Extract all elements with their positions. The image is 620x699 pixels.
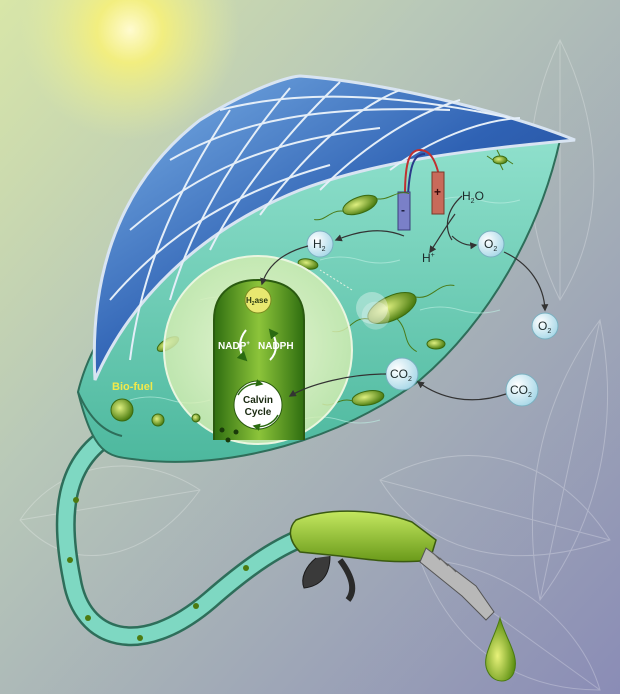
fuel-drop-icon [485,616,516,682]
calvin-label-1: Calvin [243,395,273,406]
bacterium-icon [156,149,514,406]
svg-text:CO2: CO2 [510,383,532,399]
fuel-nozzle-icon [289,510,495,621]
fuel-tube [55,420,320,647]
process-arrows [260,195,549,401]
h2o-label: H2O [462,189,484,205]
hplus-label: H+ [422,251,435,265]
hase-label: H2ase [246,296,268,307]
electrodes: - + [397,148,445,231]
cell-capsule: H2ase NADP+ NADPH Calvin Cycle [213,278,305,443]
solar-panel-icon [92,74,576,381]
svg-text:O2: O2 [484,237,497,253]
svg-text:H2: H2 [313,237,326,253]
electrode-minus-label: - [401,203,405,217]
nadp-label: NADP+ [218,341,250,352]
molecule-co2-outer: CO2 [505,373,539,407]
leaf-stem [77,391,123,437]
cathode [397,191,411,231]
molecule-o2-inner: O2 [477,230,505,258]
hydrogenase-icon [244,286,272,314]
electrode-plus-label: + [434,185,441,199]
nadph-label: NADPH [258,341,294,352]
anode [431,171,445,215]
molecule-h2: H2 [306,230,334,258]
molecule-o2-outer: O2 [531,312,559,340]
zoom-origin [356,292,388,324]
svg-text:O2: O2 [538,319,551,335]
sun-icon [20,0,240,140]
molecule-co2-inner: CO2 [385,357,419,391]
calvin-label-2: Cycle [245,407,272,418]
biofuel-label: Bio-fuel [112,381,153,393]
biofuel-droplets [110,398,201,427]
svg-text:CO2: CO2 [390,367,412,383]
